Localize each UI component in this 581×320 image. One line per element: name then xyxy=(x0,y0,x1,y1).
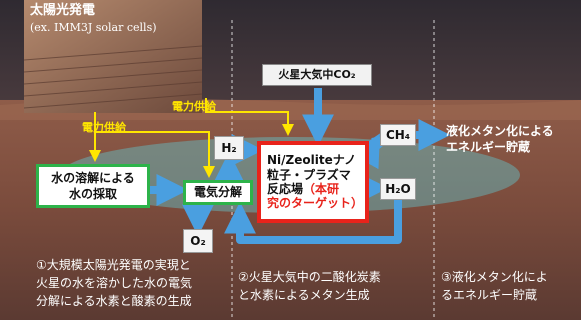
caption-1-line3: 分解による水素と酸素の生成 xyxy=(36,294,192,308)
reactor-line1: Ni/Zeoliteナノ xyxy=(267,153,357,168)
martian-co2-label: 火星大気中CO₂ xyxy=(262,64,372,86)
water-box-line2: 水の採取 xyxy=(68,187,117,201)
reactor-line3-black: 反応場 xyxy=(267,182,304,196)
solar-power-title: 太陽光発電 xyxy=(30,3,96,18)
arrow-h2o-recycle xyxy=(224,200,402,244)
caption-2-line1: ②火星大気中の二酸化炭素 xyxy=(238,270,381,284)
power-supply-lines xyxy=(89,98,294,178)
caption-1-line2: 火星の水を溶かした水の電気 xyxy=(36,276,193,290)
output-line2: エネルギー貯蔵 xyxy=(446,139,531,154)
power-supply-label-left: 電力供給 xyxy=(82,121,126,134)
water-box-line1: 水の溶解による xyxy=(51,170,135,185)
reactor-line3: 反応場（本研 xyxy=(267,182,339,196)
reactor-line4: 究のターゲット） xyxy=(267,196,364,211)
caption-2-line2: と水素によるメタン生成 xyxy=(238,288,370,302)
h2o-label: H₂O xyxy=(380,178,416,200)
caption-3-line1: ③液化メタン化によ xyxy=(441,270,548,284)
reactor-box: Ni/Zeoliteナノ 粒子・プラズマ 反応場（本研 究のターゲット） xyxy=(257,141,369,223)
water-collection-box: 水の溶解による 水の採取 xyxy=(36,164,150,208)
ch4-label: CH₄ xyxy=(380,124,416,146)
h2-label: H₂ xyxy=(214,136,244,160)
output-line1: 液化メタン化による xyxy=(446,124,554,138)
caption-stage-2: ②火星大気中の二酸化炭素 と水素によるメタン生成 xyxy=(238,268,381,304)
flow-arrows xyxy=(150,88,451,244)
solar-panel-rows xyxy=(23,45,203,109)
o2-label: O₂ xyxy=(183,229,213,253)
power-supply-label-upper: 電力供給 xyxy=(172,100,216,113)
liquefaction-output-label: 液化メタン化による エネルギー貯蔵 xyxy=(446,124,554,155)
caption-stage-1: ①大規模太陽光発電の実現と 火星の水を溶かした水の電気 分解による水素と酸素の生… xyxy=(36,256,192,310)
reactor-line2: 粒子・プラズマ xyxy=(267,167,351,182)
caption-3-line2: るエネルギー貯蔵 xyxy=(441,288,538,302)
solar-power-subtitle: (ex. IMM3J solar cells) xyxy=(30,21,157,34)
caption-1-line1: ①大規模太陽光発電の実現と xyxy=(36,258,191,272)
electrolysis-box: 電気分解 xyxy=(183,180,253,205)
caption-stage-3: ③液化メタン化によ るエネルギー貯蔵 xyxy=(441,268,548,304)
reactor-line3-red: （本研 xyxy=(303,182,340,196)
